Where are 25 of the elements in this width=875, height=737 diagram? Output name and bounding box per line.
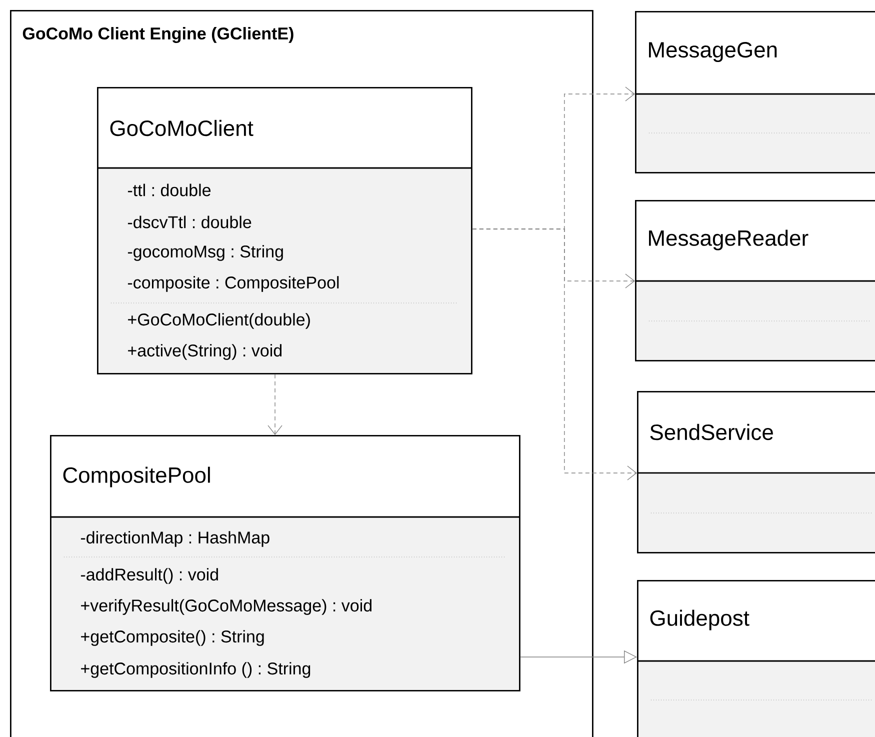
member-text: -composite : CompositePool xyxy=(128,276,339,292)
class-name: SendService xyxy=(650,424,773,440)
member-text: -ttl : double xyxy=(128,184,211,196)
member-text: -addResult() : void xyxy=(80,568,218,584)
member-text: +active(String) : void xyxy=(128,344,282,360)
class-box xyxy=(635,200,875,362)
member-text: +GoCoMoClient(double) xyxy=(128,313,310,329)
member-text: +getComposite() : String xyxy=(81,630,264,646)
class-box xyxy=(97,87,472,374)
member-text: -gocomoMsg : String xyxy=(128,245,283,261)
class-name: GoCoMoClient xyxy=(110,120,254,136)
class-box xyxy=(637,391,875,554)
class-name: MessageReader xyxy=(649,230,808,250)
class-box xyxy=(637,580,875,737)
member-text: +getCompositionInfo () : String xyxy=(81,662,310,678)
member-text: -directionMap : HashMap xyxy=(80,531,270,547)
class-name: CompositePool xyxy=(63,466,210,488)
class-box xyxy=(50,435,520,692)
dependency-arrow xyxy=(472,228,637,480)
class-box xyxy=(635,11,875,174)
class-name: Guidepost xyxy=(650,610,750,630)
class-name: MessageGen xyxy=(649,42,777,62)
member-text: +verifyResult(GoCoMoMessage) : void xyxy=(81,599,372,615)
dependency-arrow xyxy=(268,374,282,435)
member-text: -dscvTtl : double xyxy=(128,216,252,228)
